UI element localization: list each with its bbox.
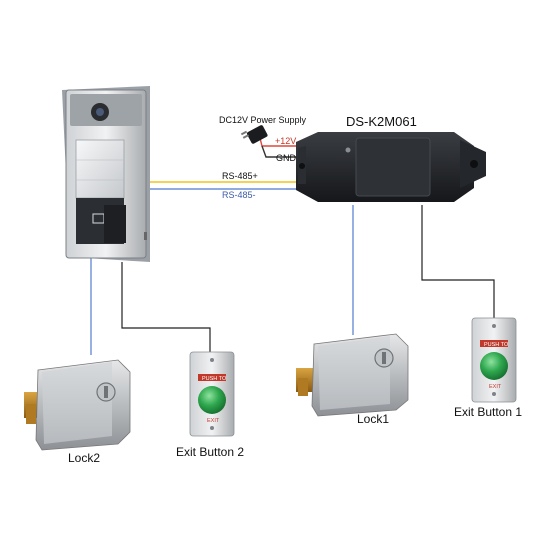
door-station	[62, 86, 150, 262]
exit-button-1-wire	[421, 205, 495, 318]
exit-plate-2-bottom-text: EXIT	[207, 418, 220, 424]
exit-button-2-image: PUSH TO EXIT	[189, 351, 235, 437]
lock1-image	[296, 333, 409, 417]
rs485-plus-label: RS-485+	[222, 171, 258, 181]
exit-button-1-image: PUSH TO EXIT	[471, 317, 517, 403]
wires	[90, 137, 495, 355]
psu-black-wire	[261, 145, 305, 158]
lock2-label: Lock2	[68, 451, 100, 465]
green-push-button-2-icon	[198, 386, 226, 414]
gnd-label: GND	[276, 153, 297, 163]
power-adapter	[240, 125, 268, 144]
green-push-button-1-icon	[480, 352, 508, 380]
exit-button-1-label: Exit Button 1	[454, 405, 522, 419]
plus-12v-label: +12V	[275, 136, 296, 146]
exit-button-2-label: Exit Button 2	[176, 445, 244, 459]
exit-plate-1-bottom-text: EXIT	[489, 384, 502, 390]
module-logo-icon	[345, 147, 351, 153]
name-plate	[75, 139, 125, 199]
exit-plate-2-top-text: PUSH TO	[202, 376, 227, 382]
power-supply-label: DC12V Power Supply	[219, 115, 307, 125]
rs485-minus-label: RS-485-	[222, 190, 256, 200]
module-face-panel	[355, 137, 431, 197]
exit-button-2-wire	[121, 262, 211, 352]
ds-k2m061-module	[296, 132, 486, 202]
lock2-image	[24, 359, 131, 451]
lock1-label: Lock1	[357, 412, 389, 426]
exit-plate-1-top-text: PUSH TO	[484, 342, 509, 348]
module-title: DS-K2M061	[346, 114, 417, 129]
